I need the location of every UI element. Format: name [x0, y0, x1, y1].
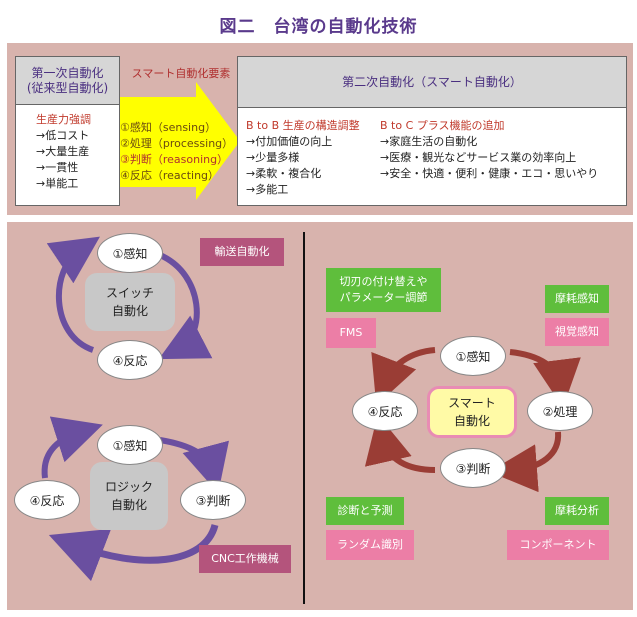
- btoc-heading: B to C プラス機能の追加: [380, 119, 505, 132]
- arrow-item-processing: ②処理（processing）: [120, 137, 234, 150]
- btob-item: →柔軟・複合化: [246, 167, 322, 180]
- tag-random-identification: ランダム識別: [326, 530, 414, 560]
- btob-heading: B to B 生産の構造調整: [246, 119, 360, 132]
- switch-node-sensing: ①感知: [97, 233, 163, 273]
- smart-automation-center: スマート 自動化: [427, 386, 517, 438]
- arrow-items: ①感知（sensing） ②処理（processing） ③判断（reasoni…: [120, 120, 233, 184]
- tag-cnc-machine: CNC工作機械: [199, 545, 291, 573]
- btob-item: →多能工: [246, 183, 289, 196]
- tag-transport-automation: 輸送自動化: [200, 238, 284, 266]
- logic-node-sensing: ①感知: [97, 425, 163, 465]
- arrow-item-reasoning: ③判断（reasoning）: [120, 153, 229, 166]
- tag-blade-parameter: 切刃の付け替えや パラメーター調節: [326, 268, 441, 312]
- tag-diagnosis-prediction: 診断と予測: [326, 497, 404, 525]
- tag-component: コンポーネント: [507, 530, 609, 560]
- logic-node-reacting: ④反応: [14, 480, 80, 520]
- logic-automation-center: ロジック 自動化: [90, 462, 168, 530]
- btob-item: →付加価値の向上: [246, 135, 333, 148]
- figure-title: 図二 台湾の自動化技術: [219, 17, 418, 37]
- panel-divider: [303, 232, 305, 604]
- btoc-column: B to C プラス機能の追加 →家庭生活の自動化 →医療・観光などサービス業の…: [380, 118, 598, 182]
- logic-node-reasoning: ③判断: [180, 480, 246, 520]
- switch-node-reacting: ④反応: [97, 340, 163, 380]
- tag-wear-analysis: 摩耗分析: [545, 497, 609, 525]
- tag-visual-sensing: 視覚感知: [545, 318, 609, 346]
- smart-node-reacting: ④反応: [352, 391, 418, 431]
- tag-fms: FMS: [326, 318, 376, 348]
- switch-cycle-arrows: [46, 236, 213, 360]
- arrow-item-reacting: ④反応（reacting）: [120, 169, 220, 182]
- smart-node-processing: ②処理: [527, 391, 593, 431]
- first-gen-item: →低コスト: [36, 129, 90, 142]
- first-gen-body: 生産力強調 →低コスト →大量生産 →一貫性 →単能工: [16, 105, 119, 192]
- first-gen-item: →大量生産: [36, 145, 90, 158]
- second-gen-box: 第二次自動化（スマート自動化） B to B 生産の構造調整 →付加価値の向上 …: [237, 56, 627, 206]
- btoc-item: →医療・観光などサービス業の効率向上: [380, 151, 577, 164]
- first-gen-heading: 生産力強調: [36, 113, 91, 126]
- switch-automation-center: スイッチ 自動化: [85, 273, 175, 331]
- tag-wear-sensing: 摩耗感知: [545, 285, 609, 313]
- first-gen-header: 第一次自動化 (従来型自動化): [16, 57, 119, 105]
- smart-node-sensing: ①感知: [440, 336, 506, 376]
- btob-column: B to B 生産の構造調整 →付加価値の向上 →少量多様 →柔軟・複合化 →多…: [246, 118, 360, 198]
- smart-cycle-arrows: [364, 347, 581, 493]
- first-gen-header-line2: (従来型自動化): [26, 81, 109, 95]
- logic-cycle-arrows: [41, 416, 229, 582]
- first-gen-item: →単能工: [36, 177, 79, 190]
- btoc-item: →家庭生活の自動化: [380, 135, 478, 148]
- first-gen-header-line1: 第一次自動化: [31, 66, 104, 80]
- arrow-item-sensing: ①感知（sensing）: [120, 121, 217, 134]
- second-gen-header: 第二次自動化（スマート自動化）: [238, 57, 626, 108]
- btoc-item: →安全・快適・便利・健康・エコ・思いやり: [380, 167, 599, 180]
- smart-node-reasoning: ③判断: [440, 448, 506, 488]
- first-gen-box: 第一次自動化 (従来型自動化) 生産力強調 →低コスト →大量生産 →一貫性 →…: [15, 56, 120, 206]
- smart-elements-label: スマート自動化要素: [131, 67, 231, 80]
- first-gen-item: →一貫性: [36, 161, 79, 174]
- btob-item: →少量多様: [246, 151, 300, 164]
